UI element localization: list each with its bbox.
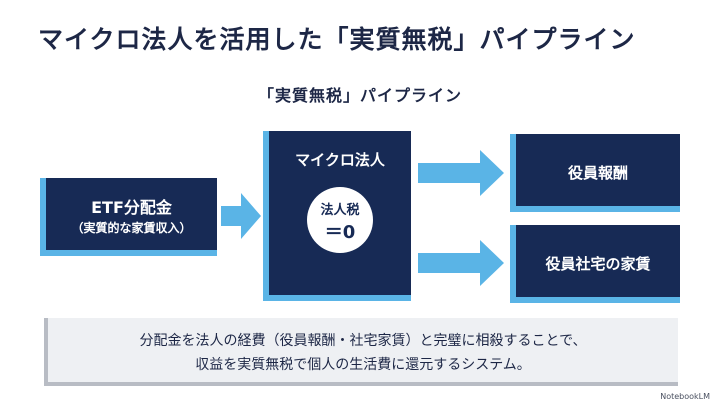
corporate-tax-label: 法人税	[320, 203, 360, 218]
executive-pay-box: 役員報酬	[510, 134, 680, 212]
diagram-title: 「実質無税」パイプライン	[257, 86, 462, 105]
notebooklm-watermark: NotebookLM	[660, 392, 710, 401]
slide-title: マイクロ法人を活用した「実質無税」パイプライン	[38, 25, 636, 54]
company-housing-rent-label: 役員社宅の家賃	[545, 255, 651, 273]
executive-pay-label: 役員報酬	[567, 164, 628, 182]
arrow-to-company-housing-icon	[418, 240, 504, 286]
etf-dividend-title: ETF分配金	[91, 198, 172, 217]
summary-note: 分配金を法人の経費（役員報酬・社宅家賃）と完璧に相殺することで、 収益を実質無税…	[44, 318, 678, 386]
arrow-to-executive-pay-icon	[418, 150, 504, 196]
arrow-to-corporation-icon	[221, 193, 261, 239]
summary-note-line-1: 分配金を法人の経費（役員報酬・社宅家賃）と完璧に相殺することで、	[139, 333, 587, 349]
micro-corporation-box: マイクロ法人 法人税 ＝0	[263, 131, 411, 301]
etf-dividend-box: ETF分配金 （実質的な家賃収入）	[40, 178, 217, 256]
etf-dividend-subtitle: （実質的な家賃収入）	[71, 221, 192, 235]
corporate-tax-value: ＝0	[324, 222, 356, 243]
summary-note-line-2: 収益を実質無税で個人の生活費に還元するシステム。	[195, 357, 531, 373]
company-housing-rent-box: 役員社宅の家賃	[510, 225, 680, 303]
micro-corporation-title: マイクロ法人	[295, 151, 385, 169]
corporate-tax-circle: 法人税 ＝0	[307, 187, 373, 253]
